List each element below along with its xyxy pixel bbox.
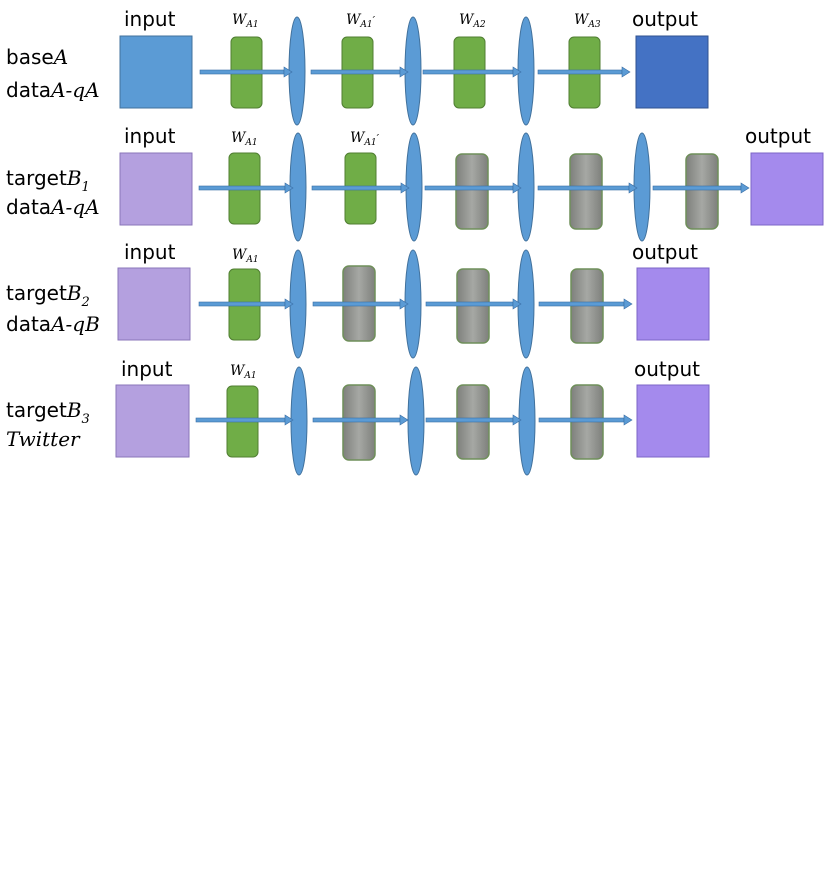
node-ellipse	[404, 16, 422, 126]
row-name: baseA	[6, 45, 68, 69]
arrow	[195, 414, 294, 426]
weight-label: WA1′	[346, 12, 376, 30]
node-ellipse	[407, 366, 425, 476]
row-target-b1: targetB1 dataA-qA input output WA1 WA1′	[6, 124, 824, 242]
output-box	[636, 267, 710, 341]
arrow	[424, 182, 522, 194]
weight-label: WA2	[459, 12, 486, 30]
layer-block-random	[569, 153, 603, 230]
row-data: dataA-qB	[6, 312, 100, 336]
arrow	[198, 298, 294, 310]
input-label: input	[124, 240, 176, 264]
layer-block-random	[685, 153, 719, 230]
input-box	[115, 384, 190, 458]
node-ellipse	[633, 132, 651, 242]
weight-label: WA1	[232, 12, 259, 30]
input-box	[119, 35, 193, 109]
arrow	[199, 66, 293, 78]
input-label: input	[124, 124, 176, 148]
row-data: dataA-qA	[6, 195, 100, 219]
output-label: output	[632, 7, 698, 31]
input-label: input	[121, 357, 173, 381]
input-label: input	[124, 7, 176, 31]
arrow	[312, 414, 409, 426]
output-label: output	[745, 124, 811, 148]
arrow	[198, 182, 294, 194]
weight-label: WA3	[574, 12, 601, 30]
node-ellipse	[290, 366, 308, 476]
node-ellipse	[518, 366, 536, 476]
row-name: targetB3	[6, 398, 90, 427]
row-target-b2: targetB2 dataA-qB input output WA1	[6, 240, 710, 359]
weight-label: WA1′	[350, 130, 380, 148]
arrow	[311, 182, 410, 194]
node-ellipse	[405, 132, 423, 242]
row-target-b3: targetB3 Twitter input output WA1	[6, 357, 710, 476]
input-box	[119, 152, 193, 226]
row-data: dataA-qA	[6, 78, 100, 102]
node-ellipse	[288, 16, 306, 126]
row-name: targetB2	[6, 281, 90, 310]
arrow	[537, 182, 638, 194]
arrow	[538, 298, 633, 310]
weight-label: WA1	[230, 363, 257, 381]
node-ellipse	[517, 16, 535, 126]
output-label: output	[632, 240, 698, 264]
arrow	[310, 66, 409, 78]
arrow	[538, 414, 633, 426]
output-label: output	[634, 357, 700, 381]
output-box	[750, 152, 824, 226]
row-base: baseA dataA-qA input output WA1 WA1′ WA2…	[6, 7, 709, 126]
weight-label: WA1	[231, 130, 258, 148]
arrow	[652, 182, 750, 194]
arrow	[312, 298, 409, 310]
output-box	[635, 35, 709, 109]
node-ellipse	[289, 132, 307, 242]
arrow	[425, 414, 522, 426]
row-name: targetB1	[6, 166, 90, 195]
weight-label: WA1	[232, 247, 259, 265]
layer-block-random	[342, 384, 376, 461]
arrow	[422, 66, 522, 78]
output-box	[636, 384, 710, 458]
arrow	[425, 298, 522, 310]
node-ellipse	[517, 132, 535, 242]
row-data: Twitter	[6, 427, 81, 451]
input-box	[117, 267, 191, 341]
arrow	[537, 66, 631, 78]
layer-block-random	[455, 153, 489, 230]
